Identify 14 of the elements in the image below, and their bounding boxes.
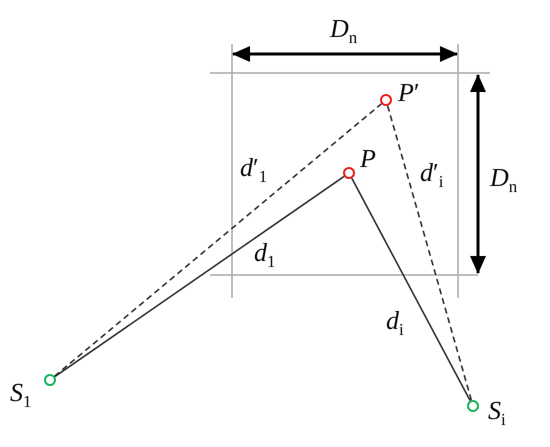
point-label: P′ (398, 80, 420, 106)
connector-line (54, 103, 382, 377)
point-label: S$_{1}$ (10, 380, 32, 412)
point-marker (380, 94, 392, 106)
connector-line (54, 176, 345, 378)
point-marker (44, 374, 56, 386)
connector-line (386, 106, 472, 400)
connector-line (351, 178, 471, 402)
dimension-label: D$_{n}$ (330, 16, 358, 48)
point-label: P (360, 146, 376, 172)
point-marker (467, 400, 479, 412)
point-marker (343, 167, 355, 179)
dimension-label: D$_{n}$ (490, 165, 518, 196)
point-label: S$_{i}$ (488, 398, 506, 430)
